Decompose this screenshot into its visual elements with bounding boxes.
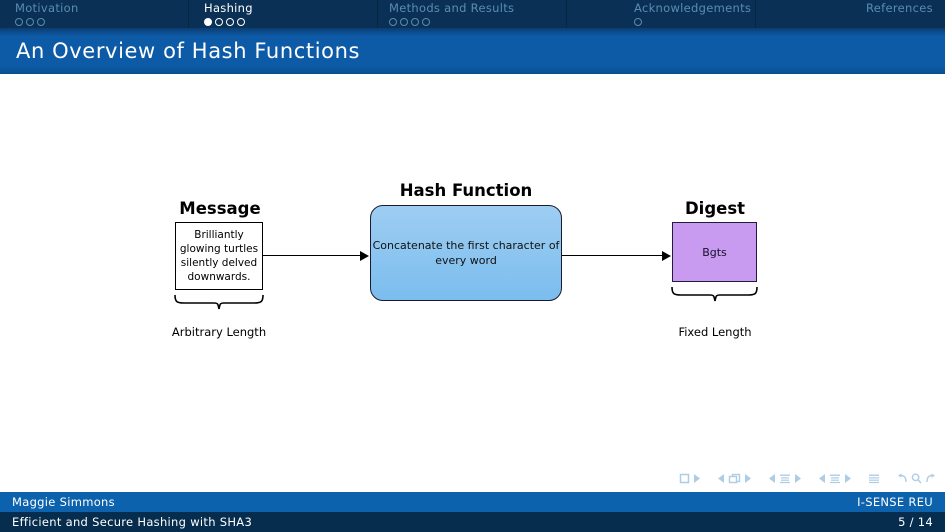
nav-dot[interactable] <box>422 17 430 26</box>
arrow-hash-to-digest-line <box>562 255 665 256</box>
message-box: Brilliantly glowing turtles silently del… <box>175 222 263 290</box>
nav-section-dots[interactable] <box>15 17 79 27</box>
fixed-length-label: Fixed Length <box>678 325 752 339</box>
first-slide-icon[interactable] <box>679 473 690 484</box>
nav-dot[interactable] <box>37 17 45 26</box>
document-icon[interactable] <box>868 473 880 484</box>
hash-function-diagram: Message Hash Function Digest Brilliantly… <box>0 74 945 468</box>
forward-icon[interactable] <box>925 473 937 484</box>
prev-frame-icon[interactable] <box>717 473 725 484</box>
beamer-navigation-symbols[interactable] <box>679 470 937 486</box>
footer-author-bar: Maggie Simmons I-SENSE REU <box>0 492 945 512</box>
nav-section-methods-and-results[interactable]: Methods and Results <box>389 2 514 27</box>
nav-dot-active[interactable] <box>204 17 212 26</box>
nav-dot[interactable] <box>389 17 397 26</box>
nav-dot[interactable] <box>26 17 34 26</box>
next-section-icon[interactable] <box>844 473 852 484</box>
fixed-length-brace-icon <box>671 286 758 302</box>
nav-divider <box>566 0 567 28</box>
next-slide-icon[interactable] <box>693 473 701 484</box>
nav-section-dots[interactable] <box>634 17 751 27</box>
section-icon[interactable] <box>829 473 841 484</box>
page-title: An Overview of Hash Functions <box>16 39 361 63</box>
digest-box: Bgts <box>672 222 757 282</box>
nav-section-references[interactable]: References <box>866 2 933 15</box>
arrow-message-to-hash-line <box>263 255 363 256</box>
prev-subsection-icon[interactable] <box>768 473 776 484</box>
nav-section-acknowledgements[interactable]: Acknowledgements <box>634 2 751 27</box>
frames-icon[interactable] <box>728 473 741 484</box>
nav-section-hashing[interactable]: Hashing <box>204 2 253 27</box>
footer-author: Maggie Simmons <box>12 495 115 509</box>
arrow-hash-to-digest-head-icon <box>662 251 671 261</box>
nav-section-label: Motivation <box>15 1 79 15</box>
nav-section-label: References <box>866 1 933 15</box>
arbitrary-length-label: Arbitrary Length <box>171 325 267 339</box>
section-navigation-bar: Motivation Hashing Methods and Results A… <box>0 0 945 28</box>
arrow-message-to-hash-head-icon <box>360 251 369 261</box>
nav-divider <box>188 0 189 28</box>
nav-section-label: Acknowledgements <box>634 1 752 15</box>
nav-dot[interactable] <box>15 17 23 26</box>
prev-section-icon[interactable] <box>818 473 826 484</box>
footer-page-number: 5 / 14 <box>898 515 933 529</box>
nav-dot[interactable] <box>634 17 642 26</box>
hash-function-box: Concatenate the first character of every… <box>370 205 562 301</box>
nav-divider <box>377 0 378 28</box>
digest-text: Bgts <box>702 245 727 259</box>
hash-function-text: Concatenate the first character of every… <box>372 239 560 267</box>
footer-institute: I-SENSE REU <box>857 495 933 509</box>
nav-section-motivation[interactable]: Motivation <box>15 2 79 27</box>
nav-section-dots[interactable] <box>204 17 253 27</box>
next-frame-icon[interactable] <box>744 473 752 484</box>
slide-content-area: Message Hash Function Digest Brilliantly… <box>0 74 945 468</box>
nav-dot[interactable] <box>215 17 223 26</box>
subsection-icon[interactable] <box>779 473 791 484</box>
nav-section-label: Methods and Results <box>389 1 515 15</box>
nav-section-dots[interactable] <box>389 17 514 27</box>
next-subsection-icon[interactable] <box>794 473 802 484</box>
footer-title-bar: Efficient and Secure Hashing with SHA3 5… <box>0 512 945 532</box>
nav-dot[interactable] <box>237 17 245 26</box>
message-text: Brilliantly glowing turtles silently del… <box>179 229 259 283</box>
nav-dot[interactable] <box>400 17 408 26</box>
hash-function-heading: Hash Function <box>399 181 533 200</box>
message-heading: Message <box>179 199 261 218</box>
search-icon[interactable] <box>911 473 922 484</box>
nav-dot[interactable] <box>411 17 419 26</box>
nav-section-label: Hashing <box>204 1 253 15</box>
back-icon[interactable] <box>896 473 908 484</box>
arbitrary-length-brace-icon <box>174 294 264 310</box>
nav-dot[interactable] <box>226 17 234 26</box>
nav-divider <box>755 0 756 28</box>
digest-heading: Digest <box>684 199 746 218</box>
slide-title-bar: An Overview of Hash Functions <box>0 28 945 74</box>
footer-talk-title: Efficient and Secure Hashing with SHA3 <box>12 515 253 529</box>
